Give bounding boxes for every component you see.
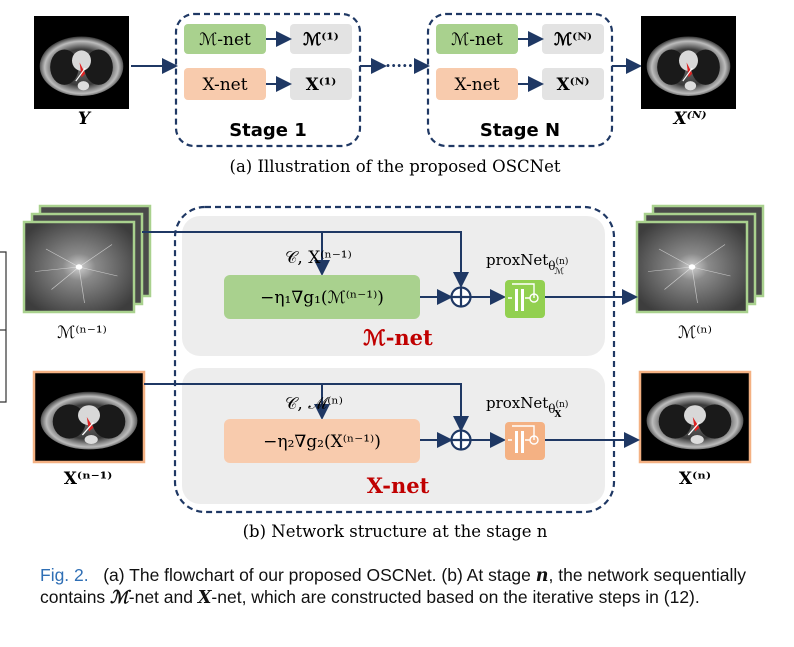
output-ct-image bbox=[640, 15, 737, 110]
output-label: X⁽ᴺ⁾ bbox=[672, 109, 706, 129]
m-input-image-stack bbox=[22, 204, 152, 314]
m-input-label: ℳ⁽ⁿ⁻¹⁾ bbox=[57, 323, 107, 343]
m-proxnet-label: proxNetθ(n)ℳ bbox=[486, 251, 568, 277]
caption-text-4: -net, which are constructed based on the… bbox=[211, 587, 700, 607]
x-net-label: X-net bbox=[367, 473, 430, 498]
subcaption-b: (b) Network structure at the stage n bbox=[243, 522, 548, 541]
x-output-image bbox=[638, 370, 752, 464]
m-net-input-text: 𝒞, X⁽ⁿ⁻¹⁾ bbox=[285, 248, 352, 268]
stage-1-block: ℳ-net ℳ⁽¹⁾ X-net X⁽¹⁾ Stage 1 bbox=[174, 12, 362, 148]
x-input-image bbox=[32, 370, 146, 464]
figure-caption: Fig. 2. (a) The flowchart of our propose… bbox=[40, 565, 780, 609]
x-output-label: X⁽ⁿ⁾ bbox=[679, 469, 711, 489]
m-sum-node bbox=[450, 286, 472, 308]
caption-text-3: -net and bbox=[128, 587, 198, 607]
x-net-input-text: 𝒞, ℳ⁽ⁿ⁾ bbox=[285, 394, 343, 414]
caption-n: n bbox=[535, 566, 549, 586]
m-grad-box bbox=[224, 275, 420, 319]
stageN-x-out: X⁽ᴺ⁾ bbox=[556, 75, 589, 95]
part-b: ℳ⁽ⁿ⁻¹⁾ ℳ⁽ⁿ⁾ X⁽ⁿ⁻¹⁾ X⁽ⁿ⁾ 𝒞, X⁽ⁿ⁻¹⁾ bbox=[0, 204, 765, 541]
caption-text-2: , the network sequentially contains bbox=[40, 565, 746, 607]
x-input-label: X⁽ⁿ⁻¹⁾ bbox=[64, 469, 113, 489]
x-proxnet-block bbox=[505, 422, 545, 460]
x-grad-box bbox=[224, 419, 420, 463]
x-grad-text: −η₂∇g₂(X⁽ⁿ⁻¹⁾) bbox=[263, 432, 381, 452]
stage1-m-out: ℳ⁽¹⁾ bbox=[303, 30, 339, 50]
stage1-m-net: ℳ-net bbox=[199, 30, 251, 50]
stageN-m-out: ℳ⁽ᴺ⁾ bbox=[554, 30, 592, 50]
stageN-title: Stage N bbox=[480, 120, 560, 141]
m-proxnet-block bbox=[505, 280, 545, 318]
m-output-image-stack bbox=[635, 204, 765, 314]
stage1-title: Stage 1 bbox=[229, 120, 307, 141]
caption-text-1: (a) The flowchart of our proposed OSCNet… bbox=[103, 565, 536, 585]
stage1-x-out: X⁽¹⁾ bbox=[306, 75, 337, 95]
part-a: Y ℳ-net ℳ⁽¹⁾ X-net X⁽¹⁾ Stage 1 ······ ℳ… bbox=[33, 12, 737, 176]
stageN-m-net: ℳ-net bbox=[451, 30, 503, 50]
input-label-y: Y bbox=[78, 109, 92, 129]
caption-x: X bbox=[197, 588, 212, 608]
stageN-x-net: X-net bbox=[454, 75, 499, 95]
figure-number: Fig. 2. bbox=[40, 565, 89, 585]
m-output-label: ℳ⁽ⁿ⁾ bbox=[678, 323, 712, 343]
m-net-label: ℳ-net bbox=[363, 325, 433, 350]
x-proxnet-label: proxNetθ(n)X bbox=[486, 394, 568, 420]
stage-dots: ······ bbox=[385, 56, 418, 75]
subcaption-a: (a) Illustration of the proposed OSCNet bbox=[230, 157, 561, 176]
caption-m: ℳ bbox=[110, 588, 129, 608]
stage1-x-net: X-net bbox=[202, 75, 247, 95]
stage-n-block: ℳ-net ℳ⁽ᴺ⁾ X-net X⁽ᴺ⁾ Stage N bbox=[426, 12, 614, 148]
input-ct-image bbox=[33, 15, 130, 110]
m-grad-text: −η₁∇g₁(ℳ⁽ⁿ⁻¹⁾) bbox=[260, 288, 384, 308]
x-sum-node bbox=[450, 429, 472, 451]
